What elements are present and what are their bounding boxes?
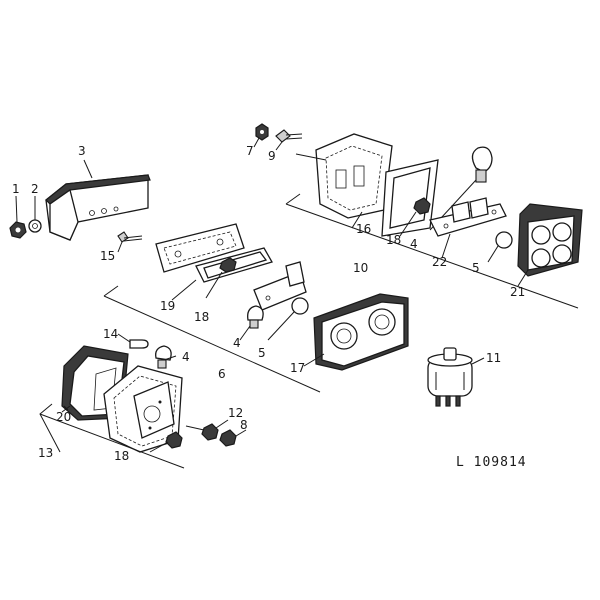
group-bracket-part-13 xyxy=(39,403,185,469)
lens-frame-part-13 xyxy=(103,365,183,453)
callout-12: 12 xyxy=(228,406,244,420)
callout-18-top: 18 xyxy=(386,233,402,247)
callout-17: 17 xyxy=(290,361,306,375)
washer-part-2 xyxy=(28,196,42,233)
gasket-part-18-top xyxy=(381,159,439,237)
bulb-part-4-low xyxy=(155,345,177,369)
screw-part-18-low xyxy=(149,431,183,453)
lamp-assembly-part-21 xyxy=(517,203,583,287)
callout-5-mid: 5 xyxy=(258,346,266,360)
callout-10: 10 xyxy=(353,261,369,275)
callout-4-mid: 4 xyxy=(233,336,241,350)
nut-part-7 xyxy=(253,123,269,148)
callout-1: 1 xyxy=(12,182,20,196)
callout-15: 15 xyxy=(100,249,116,263)
lamp-base-part-19 xyxy=(155,223,245,301)
callout-21: 21 xyxy=(510,285,526,299)
callout-14: 14 xyxy=(103,327,119,341)
bulb-part-5-mid xyxy=(267,297,309,341)
callout-19: 19 xyxy=(160,299,176,313)
screw-part-9 xyxy=(275,129,303,151)
callout-13: 13 xyxy=(38,446,54,460)
bulb-part-4-mid xyxy=(239,305,264,341)
lamp-assembly-part-17 xyxy=(303,293,409,371)
bracket-part-22 xyxy=(429,197,507,259)
relay-part-11 xyxy=(427,347,485,407)
callout-5-top: 5 xyxy=(472,261,480,275)
screw-part-15 xyxy=(117,231,143,253)
callout-3: 3 xyxy=(78,144,86,158)
washer-part-12 xyxy=(185,419,229,441)
nut-part-1 xyxy=(9,195,27,239)
callout-4-top: 4 xyxy=(410,237,418,251)
nut-part-8 xyxy=(219,429,247,447)
lamp-part-14 xyxy=(117,333,149,349)
group-bracket-part-6 xyxy=(103,285,321,393)
callout-8: 8 xyxy=(240,418,248,432)
bracket-part-22-mid xyxy=(253,261,307,311)
callout-18-low: 18 xyxy=(114,449,130,463)
callout-4-low: 4 xyxy=(182,350,190,364)
callout-22: 22 xyxy=(432,255,448,269)
callout-2: 2 xyxy=(31,182,39,196)
reference-code: L 109814 xyxy=(456,455,527,470)
callout-16: 16 xyxy=(356,222,372,236)
callout-7: 7 xyxy=(246,144,254,158)
housing-part-3 xyxy=(45,159,151,241)
callout-11: 11 xyxy=(486,351,502,365)
callout-9: 9 xyxy=(268,149,276,163)
group-bracket-part-10 xyxy=(285,193,579,309)
callout-6: 6 xyxy=(218,367,226,381)
callout-18-mid: 18 xyxy=(194,310,210,324)
bulb-part-5-top xyxy=(487,231,513,263)
callout-20: 20 xyxy=(56,410,72,424)
lamp-base-part-16 xyxy=(295,133,393,229)
gasket-part-18-mid xyxy=(195,247,273,299)
